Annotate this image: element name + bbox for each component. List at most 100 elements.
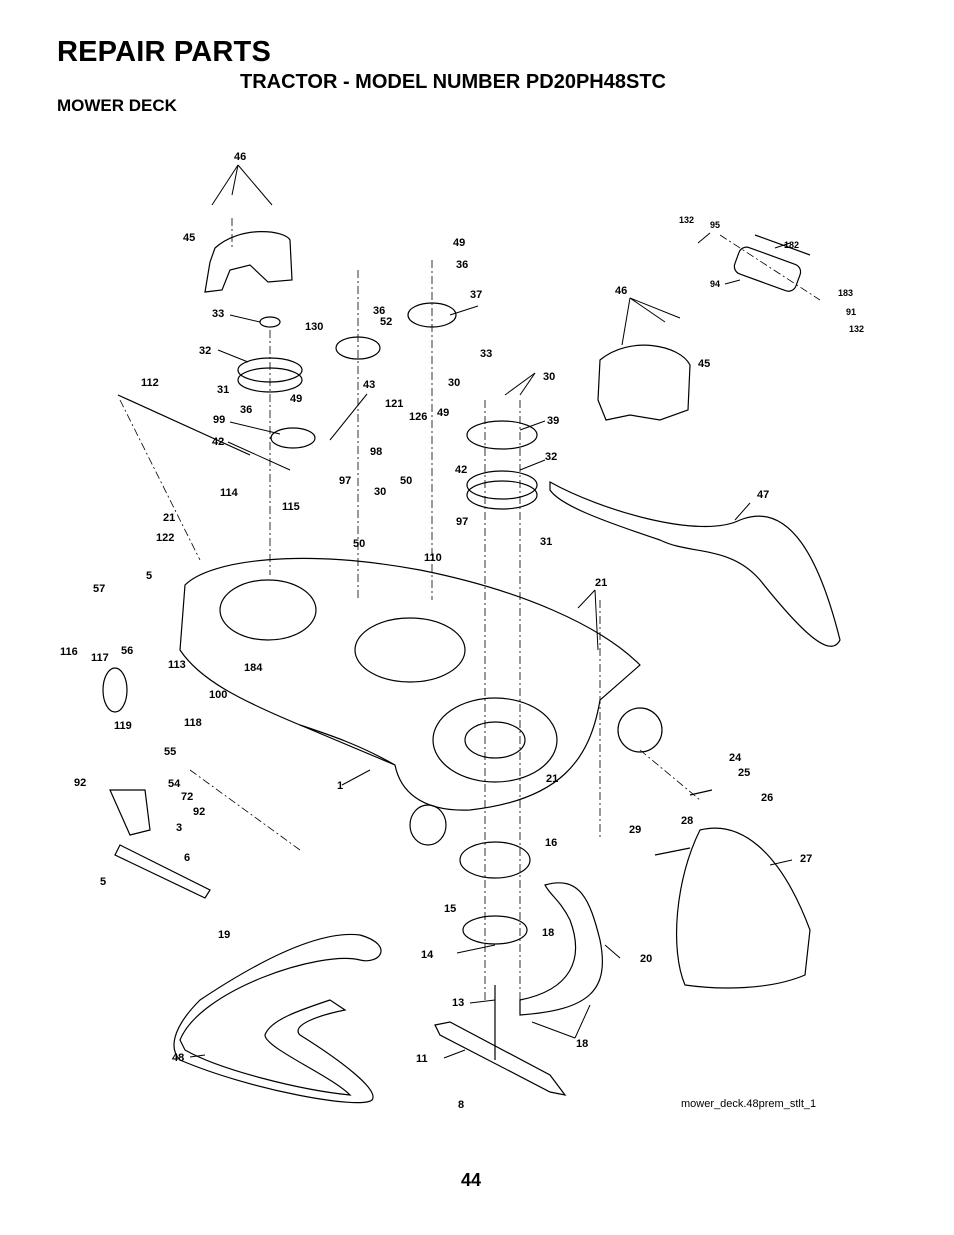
part-label: 11 (416, 1053, 428, 1065)
part-label: 110 (424, 552, 442, 564)
part-label: 37 (470, 289, 482, 301)
part-label: 50 (353, 538, 365, 550)
part-label: 112 (141, 377, 159, 389)
part-label: 27 (800, 853, 812, 865)
part-label: 132 (679, 215, 694, 225)
part-number-labels: 46 45 33 32 31 36 99 42 112 130 49 36 52… (60, 151, 864, 1111)
part-label: 122 (156, 532, 174, 544)
part-label: 113 (168, 659, 186, 671)
part-label: 42 (455, 464, 467, 476)
part-label: 13 (452, 997, 464, 1009)
part-label: 114 (220, 487, 239, 499)
part-label: 21 (595, 577, 607, 589)
part-label: 26 (761, 792, 773, 804)
part-label: 20 (640, 953, 652, 965)
part-label: 118 (184, 717, 202, 729)
part-label: 49 (453, 237, 465, 249)
part-label: 6 (184, 852, 190, 864)
part-label: 97 (456, 516, 468, 528)
part-label: 45 (183, 232, 195, 244)
part-label: 92 (193, 806, 205, 818)
part-label: 117 (91, 652, 109, 664)
part-label: 99 (213, 414, 225, 426)
part-label: 36 (240, 404, 252, 416)
page-number: 44 (461, 1170, 482, 1190)
blade-11 (434, 1021, 567, 1096)
part-label: 94 (710, 279, 720, 289)
part-label: 182 (784, 240, 799, 250)
part-label: 18 (576, 1038, 588, 1050)
part-label: 1 (337, 780, 343, 792)
part-label: 121 (385, 398, 403, 410)
part-label: 30 (448, 377, 460, 389)
part-label: 33 (212, 308, 224, 320)
part-label: 31 (217, 384, 229, 396)
part-label: 5 (146, 570, 152, 582)
part-label: 32 (545, 451, 557, 463)
part-label: 56 (121, 645, 133, 657)
part-label: 25 (738, 767, 750, 779)
part-label: 36 (456, 259, 468, 271)
part-label: 49 (437, 407, 449, 419)
part-label: 5 (100, 876, 106, 888)
part-label: 52 (380, 316, 392, 328)
part-label: 21 (163, 512, 175, 524)
part-label: 31 (540, 536, 552, 548)
part-label: 47 (757, 489, 769, 501)
section-heading: MOWER DECK (57, 96, 177, 115)
part-label: 57 (93, 583, 105, 595)
drive-belt-47 (549, 480, 841, 647)
part-label: 132 (849, 324, 864, 334)
part-label: 46 (615, 285, 627, 297)
part-label: 43 (363, 379, 375, 391)
part-label: 183 (838, 288, 853, 298)
part-label: 24 (729, 752, 742, 764)
part-label: 14 (421, 949, 434, 961)
belt-guard-left (204, 231, 293, 293)
part-label: 8 (458, 1099, 464, 1111)
part-label: 91 (846, 307, 856, 317)
part-label: 98 (370, 446, 382, 458)
part-label: 130 (305, 321, 323, 333)
model-subtitle: TRACTOR - MODEL NUMBER PD20PH48STC (240, 71, 666, 93)
part-label: 3 (176, 822, 182, 834)
part-label: 49 (290, 393, 302, 405)
part-label: 126 (409, 411, 427, 423)
drive-belt-48 (173, 933, 382, 1104)
part-label: 72 (181, 791, 193, 803)
part-label: 45 (698, 358, 710, 370)
part-label: 36 (373, 305, 385, 317)
part-label: 28 (681, 815, 693, 827)
part-label: 30 (374, 486, 386, 498)
mower-deck-shell (179, 557, 641, 811)
part-label: 184 (244, 662, 263, 674)
page-title: REPAIR PARTS (57, 36, 272, 68)
part-label: 30 (543, 371, 555, 383)
part-label: 39 (547, 415, 559, 427)
part-label: 42 (212, 436, 224, 448)
part-label: 19 (218, 929, 230, 941)
part-label: 16 (545, 837, 557, 849)
part-label: 46 (234, 151, 246, 163)
part-label: 33 (480, 348, 492, 360)
baffle-20 (519, 882, 604, 1016)
part-label: 95 (710, 220, 720, 230)
part-label: 29 (629, 824, 641, 836)
belt-guard-right (597, 344, 691, 421)
part-label: 92 (74, 777, 86, 789)
part-label: 21 (546, 773, 558, 785)
part-label: 97 (339, 475, 351, 487)
part-label: 55 (164, 746, 176, 758)
part-label: 100 (209, 689, 227, 701)
part-label: 54 (168, 778, 181, 790)
part-label: 115 (282, 501, 300, 513)
part-label: 32 (199, 345, 211, 357)
part-label: 116 (60, 646, 78, 658)
discharge-chute-27 (675, 827, 811, 989)
diagram-reference: mower_deck.48prem_stlt_1 (681, 1098, 817, 1110)
part-label: 119 (114, 720, 132, 732)
part-label: 50 (400, 475, 412, 487)
part-label: 18 (542, 927, 554, 939)
part-label: 48 (172, 1052, 184, 1064)
